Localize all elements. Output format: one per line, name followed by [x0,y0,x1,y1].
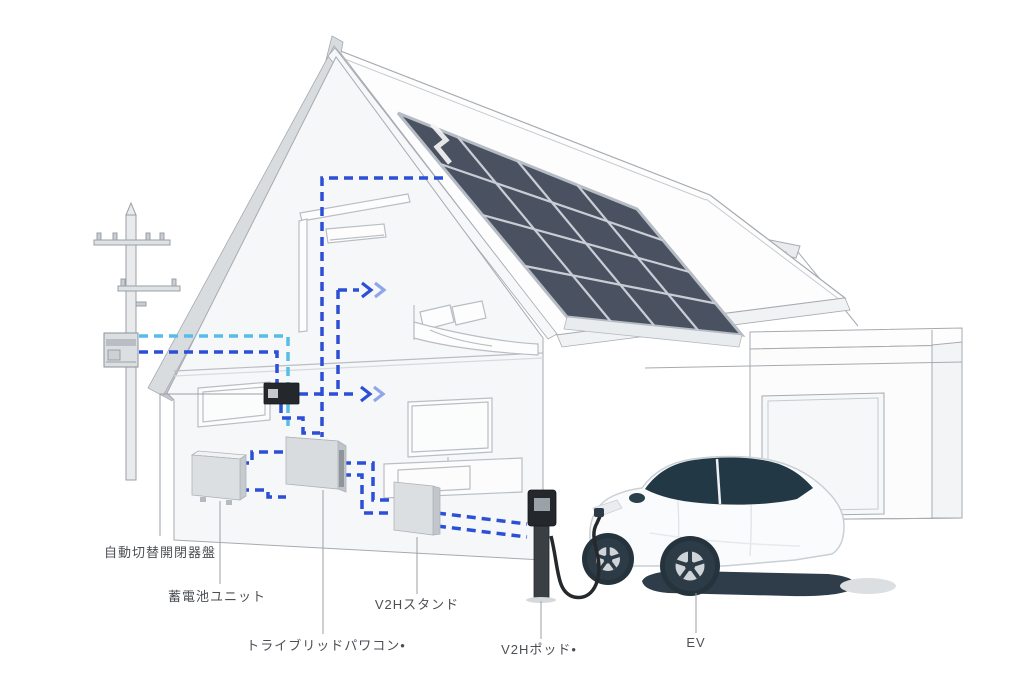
solar-glare [430,122,452,165]
label-v2h-stand: V2Hスタンド [375,597,459,612]
flow-arrows [360,281,387,403]
v2h-pod [526,489,557,603]
air-conditioner-vent [329,234,385,241]
charging-cable [549,513,603,600]
crossarm-upper [93,239,171,246]
window-inner [202,386,266,423]
v2h-stand-box [393,481,441,536]
ev-car [549,455,896,600]
wire-stand-to-pod-lower [436,524,528,539]
label-lines [159,393,697,639]
window-frame [197,381,271,428]
battery-foot [226,500,232,505]
arrow-1f-chevron-2 [373,385,386,403]
wire-board-down [279,404,320,435]
insulator [171,278,177,287]
label-auto-switch-panel: 自動切替開閉器盤 [104,545,216,560]
arrow-1f-chevron-1 [360,385,373,403]
garage-side-face [931,341,963,519]
car-glass [645,457,813,505]
power-conditioner-box [285,436,347,493]
arrow-2f-chevron-1 [361,281,374,299]
garage-parapet-line [749,361,963,367]
conditioner-vent [339,450,344,487]
bed-duvet [413,321,539,356]
car-mirror [629,493,645,503]
attic-beam [299,193,411,222]
power-meter [103,332,139,368]
meter-band [106,339,136,346]
wire-cond-to-stand-lower [342,473,395,515]
front-wheel [582,533,634,585]
meter-window [107,349,121,361]
stand-front [393,481,434,536]
insulator [159,232,165,241]
main-roof [336,48,851,348]
labels: 自動切替開閉器盤 蓄電池ユニット トライブリッドパワコン• V2Hスタンド V2… [104,545,705,657]
battery-unit-box [190,450,248,505]
yard-wall-line [644,365,751,369]
car-b-pillar [715,458,722,505]
wire-stand-to-pod-upper [436,511,528,526]
arrow-2f-chevron-2 [374,281,387,299]
solar-array [396,111,746,348]
auto-switch-panel-box [263,382,300,405]
battery-foot [200,497,206,502]
label-battery-unit: 蓄電池ユニット [168,589,266,604]
floor-line [173,352,544,372]
utility-pole [93,201,181,481]
wire-grid-to-board [139,350,279,384]
insulator [145,232,151,241]
interior-outlines [173,193,544,499]
house-cutaway [147,35,558,561]
insulator [96,232,102,241]
pole-tip [125,201,137,216]
wire-battery-lower [240,488,286,499]
battery-side [239,454,247,501]
bed [413,300,539,356]
tv-screen-inner [411,401,489,453]
stand-side [432,485,441,536]
car-side-crease [649,532,801,547]
tv-screen [407,397,493,458]
wire-cond-to-stand-upper [342,461,395,502]
air-conditioner [325,223,387,244]
charge-port [594,508,604,517]
solar-mount-rail [563,316,743,348]
label-line-auto-switch-panel [159,393,264,536]
right-barge-band [327,47,558,340]
car-shadow-soft [840,578,896,594]
wire-solar-to-conditioner [320,176,443,437]
rear-wheel [660,536,720,596]
bed-fold-line [429,329,493,347]
label-ev: EV [686,635,705,650]
battery-front [191,454,241,501]
equipment [190,382,557,603]
floor-line-2 [173,357,544,377]
pod-pole [533,523,550,601]
ridge-line [341,57,707,201]
pole-bracket [135,301,147,307]
label-v2h-pod: V2Hポッド• [501,642,577,657]
bed-pillow-2 [451,300,487,326]
wall-column [298,218,308,333]
pod-screen [534,498,550,511]
label-tribrid-power-conditioner: トライブリッドパワコン• [246,638,406,653]
wire-cyan-grid-line [139,334,290,426]
crossarm-lower [117,285,181,292]
insulator [120,278,126,287]
pod-base-shadow [526,597,556,603]
conditioner-front [285,436,339,490]
insulator [112,232,118,241]
solar-grid [439,136,717,332]
rear-barge-line [705,198,841,301]
